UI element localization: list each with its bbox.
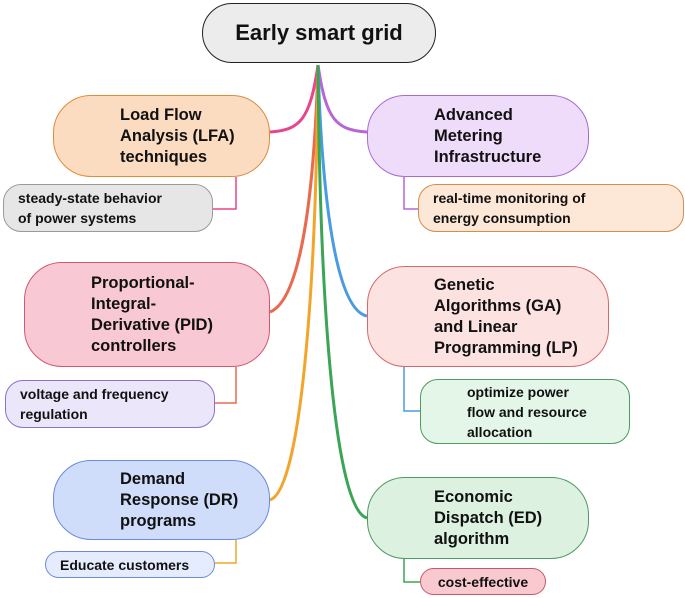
topic-label-line: algorithm (434, 529, 510, 548)
detail-label-line: steady-state behavior (18, 190, 162, 206)
detail-label-line: real-time monitoring of (433, 190, 586, 206)
topic-node-ga[interactable]: Genetic Algorithms (GA) and Linear Progr… (367, 266, 609, 367)
root-node[interactable]: Early smart grid (202, 3, 436, 63)
detail-label-line: Educate customers (60, 556, 190, 573)
edge-root-lfa (269, 64, 320, 134)
topic-label-line: Response (DR) (120, 490, 239, 509)
detail-node-dr[interactable]: Educate customers (45, 551, 215, 578)
topic-label-line: Genetic (434, 275, 495, 294)
topic-label-line: and Linear (434, 317, 518, 336)
detail-label-line: cost-effective (437, 573, 529, 590)
topic-label-line: Infrastructure (434, 147, 542, 166)
topic-node-dr[interactable]: Demand Response (DR) programs (53, 460, 270, 540)
topic-label-line: Advanced (434, 105, 513, 124)
topic-label-line: Metering (434, 126, 503, 145)
detail-node-pid[interactable]: voltage and frequency regulation (5, 380, 215, 428)
topic-label-line: Analysis (LFA) (120, 126, 235, 145)
detail-label-line: of power systems (18, 210, 137, 226)
topic-label-line: programs (120, 511, 197, 530)
detail-node-ed[interactable]: cost-effective (420, 568, 546, 595)
edge-root-ed (316, 64, 368, 520)
topic-node-lfa[interactable]: Load Flow Analysis (LFA) techniques (53, 95, 270, 177)
detail-label-line: voltage and frequency (20, 386, 169, 402)
topic-label-line: Algorithms (GA) (434, 296, 562, 315)
detail-node-lfa[interactable]: steady-state behavior of power systems (3, 184, 213, 232)
topic-label-line: Derivative (PID) (91, 315, 213, 334)
leaf-link-ga (403, 367, 420, 412)
leaf-link-pid (215, 367, 237, 404)
leaf-link-ami (403, 177, 418, 210)
edge-root-dr (269, 64, 320, 502)
detail-label-line: regulation (20, 406, 88, 422)
topic-label-line: Load Flow (120, 105, 202, 124)
topic-label-line: Dispatch (ED) (434, 508, 543, 527)
leaf-link-lfa (213, 177, 237, 210)
root-label: Early smart grid (235, 20, 403, 45)
topic-label-line: techniques (120, 147, 208, 166)
topic-label-line: Economic (434, 487, 513, 506)
detail-label-line: energy consumption (433, 210, 571, 226)
topic-node-ed[interactable]: Economic Dispatch (ED) algorithm (367, 477, 589, 559)
detail-label-line: flow and resource (467, 403, 587, 420)
topic-node-pid[interactable]: Proportional- Integral- Derivative (PID)… (24, 262, 270, 367)
leaf-link-dr (215, 540, 237, 564)
detail-node-ami[interactable]: real-time monitoring of energy consumpti… (418, 184, 684, 232)
edge-root-ami (316, 64, 368, 134)
topic-label-line: controllers (91, 336, 177, 355)
topic-label-line: Demand (120, 469, 186, 488)
topic-label-line: Proportional- (91, 273, 195, 292)
topic-label-line: Programming (LP) (434, 338, 578, 357)
topic-label-line: Integral- (91, 294, 157, 313)
topic-node-ami[interactable]: Advanced Metering Infrastructure (367, 95, 589, 177)
detail-label-line: optimize power (467, 383, 569, 400)
detail-label-line: allocation (467, 423, 533, 440)
leaf-link-ed (403, 559, 420, 583)
detail-node-ga[interactable]: optimize power flow and resource allocat… (420, 379, 630, 444)
